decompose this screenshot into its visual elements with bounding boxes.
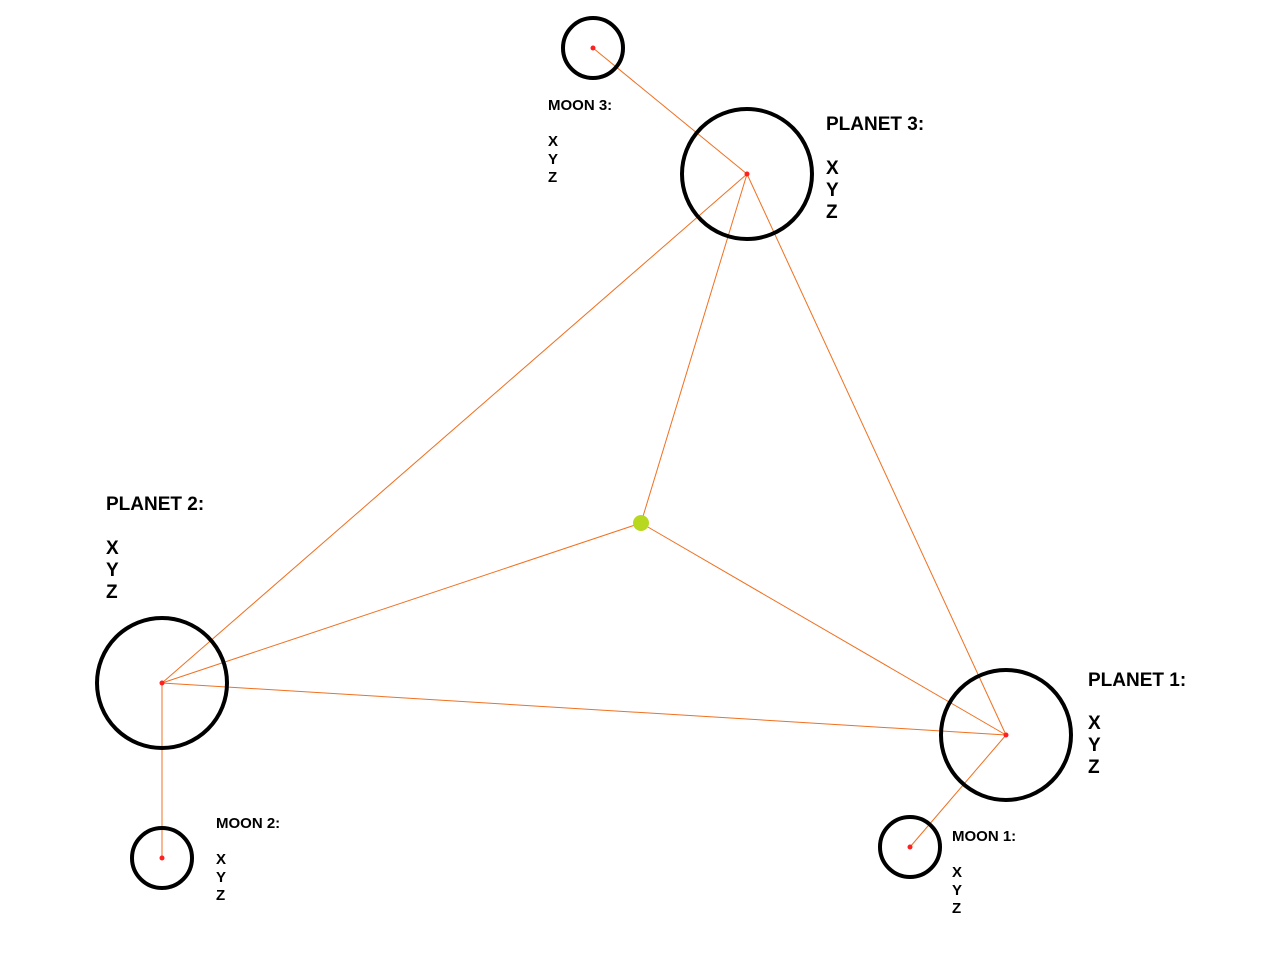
planet-2-x: X [106,538,119,559]
planet-3-x: X [826,158,839,179]
moon-3-circle [561,16,625,80]
moon-2-coordinates: X Y Z [216,851,226,905]
planet-1-x: X [1088,713,1101,734]
link-planet1-moon1 [909,734,1007,848]
moon-2-x: X [216,851,227,868]
moon-1-coordinates: X Y Z [952,864,962,918]
planet-3-y: Y [826,180,839,201]
moon-1-y: Y [952,882,963,899]
link-planet2-center [161,522,642,684]
planet-3-label: PLANET 3: [826,114,925,135]
moon-1-circle [878,815,942,879]
planet-1-y: Y [1088,735,1101,756]
moon-3-x: X [548,133,559,150]
moon-3-center-dot [590,45,596,51]
moon-1-x: X [952,864,963,881]
planet-1-label: PLANET 1: [1088,670,1187,691]
link-planet3-planet1 [746,173,1007,736]
moon-3-z: Z [548,169,558,186]
planet-1-center-dot [1003,732,1009,738]
moon-3-label: MOON 3: [548,97,613,114]
planet-2-label: PLANET 2: [106,494,205,515]
connection-lines [161,47,1007,858]
moon-2-y: Y [216,869,227,886]
link-planet1-center [640,522,1007,736]
link-planet3-planet2 [161,173,748,684]
link-planet2-planet1 [161,682,1007,736]
moon-1-center-dot [907,844,913,850]
planet-2-coordinates: X Y Z [106,538,119,604]
planet-2-z: Z [106,582,118,603]
planet-2-circle [95,616,229,750]
moon-2-label: MOON 2: [216,815,281,832]
moon-2-z: Z [216,887,226,904]
moon-3-y: Y [548,151,559,168]
celestial-bodies [95,16,1073,890]
planet-2-y: Y [106,560,119,581]
planet-3-coordinates: X Y Z [826,158,839,224]
planet-1-coordinates: X Y Z [1088,713,1101,779]
moon-3-coordinates: X Y Z [548,133,558,187]
planet-3-circle [680,107,814,241]
planet-2-center-dot [159,680,165,686]
planet-1-z: Z [1088,757,1100,778]
moon-2-circle [130,826,194,890]
link-planet3-moon3 [592,47,748,175]
moon-1-z: Z [952,900,962,917]
link-planet3-center [640,173,748,524]
planet-3-z: Z [826,202,838,223]
barycenter-dot [633,515,649,531]
moon-2-center-dot [159,855,165,861]
moon-1-label: MOON 1: [952,828,1017,845]
planet-1-circle [939,668,1073,802]
planet-3-center-dot [744,171,750,177]
